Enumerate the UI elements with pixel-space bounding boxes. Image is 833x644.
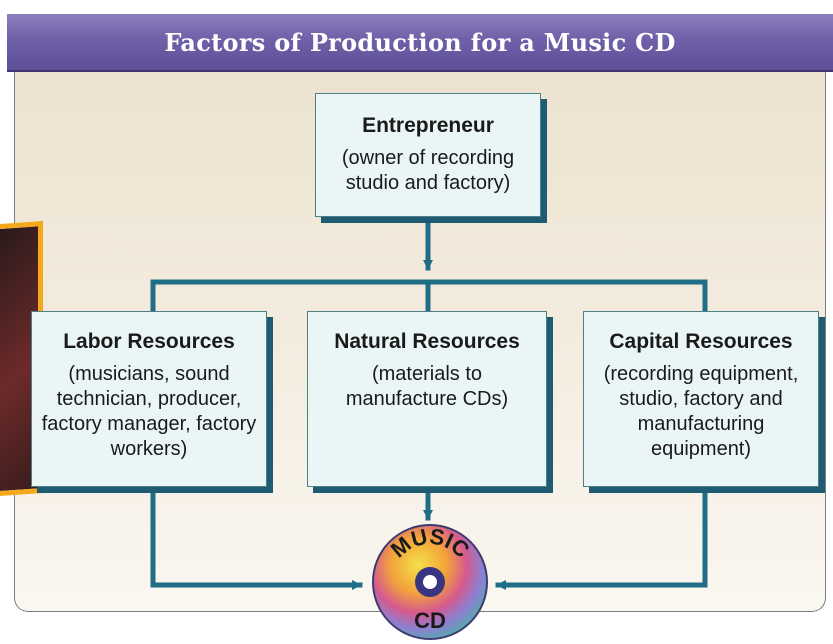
node-entrepreneur-desc: (owner of recording studio and factory) — [341, 147, 515, 194]
node-natural-title: Natural Resources — [334, 330, 520, 353]
title-banner: Factors of Production for a Music CD — [7, 14, 833, 72]
node-capital-title: Capital Resources — [609, 330, 793, 353]
node-labor-desc: (musicians, sound technician, producer, … — [41, 363, 257, 460]
connector-capital-to-cd — [495, 484, 708, 590]
node-entrepreneur: Entrepreneur (owner of recording studio … — [315, 93, 541, 217]
diagram-title: Factors of Production for a Music CD — [164, 28, 676, 57]
cd-bottom-label: CD — [414, 608, 446, 633]
music-cd-icon: MUSIC CD — [372, 524, 488, 640]
node-labor: Labor Resources (musicians, sound techni… — [31, 311, 267, 487]
node-natural-desc: (materials to manufacture CDs) — [345, 363, 509, 410]
connector-labor-to-cd — [150, 484, 363, 590]
node-capital: Capital Resources (recording equipment, … — [583, 311, 819, 487]
node-capital-desc: (recording equipment, studio, factory an… — [603, 363, 799, 460]
node-labor-title: Labor Resources — [63, 330, 235, 353]
node-natural: Natural Resources (materials to manufact… — [307, 311, 547, 487]
node-entrepreneur-title: Entrepreneur — [362, 114, 494, 137]
